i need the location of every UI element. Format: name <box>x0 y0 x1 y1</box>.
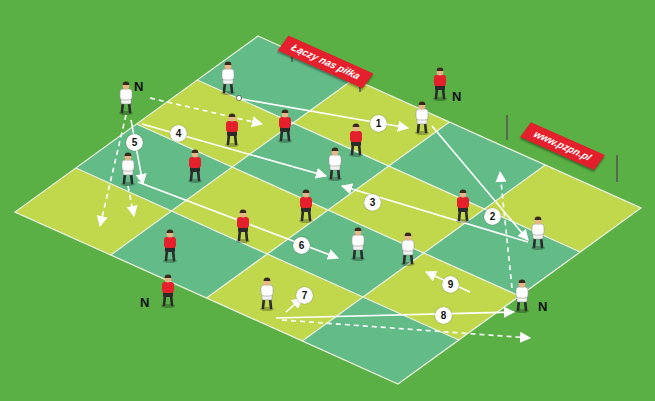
neutral-player-label: N <box>452 90 461 104</box>
callout-number: 9 <box>442 276 459 293</box>
banner-text: www.pzpn.pl <box>532 129 594 163</box>
callout-number: 1 <box>370 115 387 132</box>
callout-number: 2 <box>484 208 501 225</box>
neutral-player-label: N <box>538 300 547 314</box>
callout-number: 5 <box>126 134 143 151</box>
callout-number: 8 <box>435 307 452 324</box>
callout-number: 6 <box>293 237 310 254</box>
callout-number: 7 <box>296 287 313 304</box>
callout-number: 4 <box>170 125 187 142</box>
neutral-player-label: N <box>140 296 149 310</box>
neutral-player-label: N <box>134 80 143 94</box>
callout-number: 3 <box>364 194 381 211</box>
